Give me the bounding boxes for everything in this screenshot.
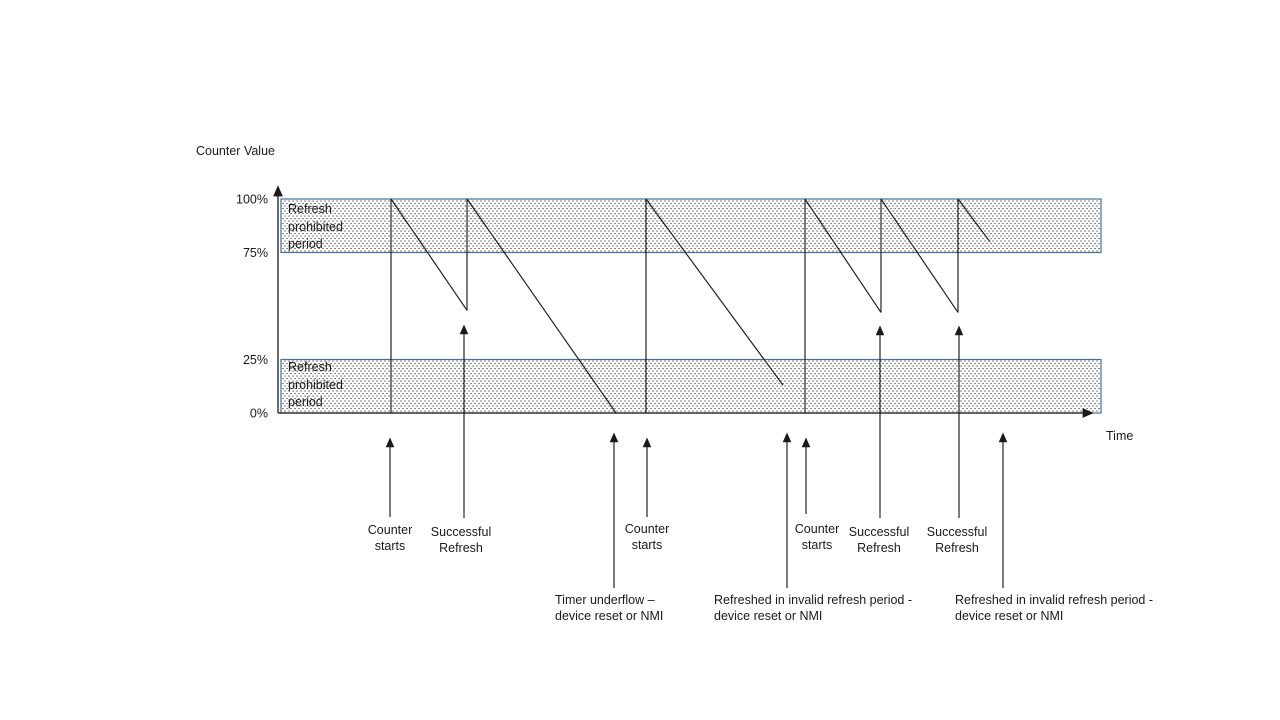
successful-refresh-label-1: Successful Refresh — [430, 525, 492, 555]
y-tick-label: 0% — [250, 407, 268, 421]
counter-starts-label-2: Counter starts — [624, 522, 670, 552]
refresh-prohibited-band — [280, 358, 1102, 414]
event-arrows-layer — [385, 324, 1008, 588]
counter-segment-countdown — [880, 198, 959, 313]
counter-segment-countdown — [645, 198, 784, 386]
counter-starts-label-1: Counter starts — [367, 523, 413, 553]
y-axis-title: Counter Value — [196, 144, 275, 158]
x-axis-title: Time — [1106, 429, 1134, 443]
axes-layer: 100% 75% 25% 0% — [236, 185, 1094, 421]
y-tick-label: 25% — [243, 353, 268, 367]
successful-refresh-label-3: Successful Refresh — [926, 525, 988, 555]
refresh-prohibited-label-top: Refresh prohibited period — [288, 202, 343, 251]
y-tick-label: 100% — [236, 193, 268, 207]
counter-segment-countdown — [804, 198, 882, 313]
timer-underflow-label: Timer underflow – device reset or NMI — [555, 593, 664, 623]
counter-segment-countdown — [957, 198, 991, 243]
counter-segment-countdown — [466, 198, 617, 414]
prohibited-bands-layer — [280, 198, 1102, 414]
counter-starts-label-3: Counter starts — [794, 522, 840, 552]
invalid-refresh-label-2: Refreshed in invalid refresh period - de… — [955, 593, 1154, 623]
y-tick-label: 75% — [243, 246, 268, 260]
counter-segment-countdown — [390, 198, 468, 311]
invalid-refresh-label-1: Refreshed in invalid refresh period - de… — [714, 593, 913, 623]
successful-refresh-label-2: Successful Refresh — [848, 525, 910, 555]
counter-lines-layer — [390, 198, 991, 414]
refresh-prohibited-label-bottom: Refresh prohibited period — [288, 360, 343, 409]
